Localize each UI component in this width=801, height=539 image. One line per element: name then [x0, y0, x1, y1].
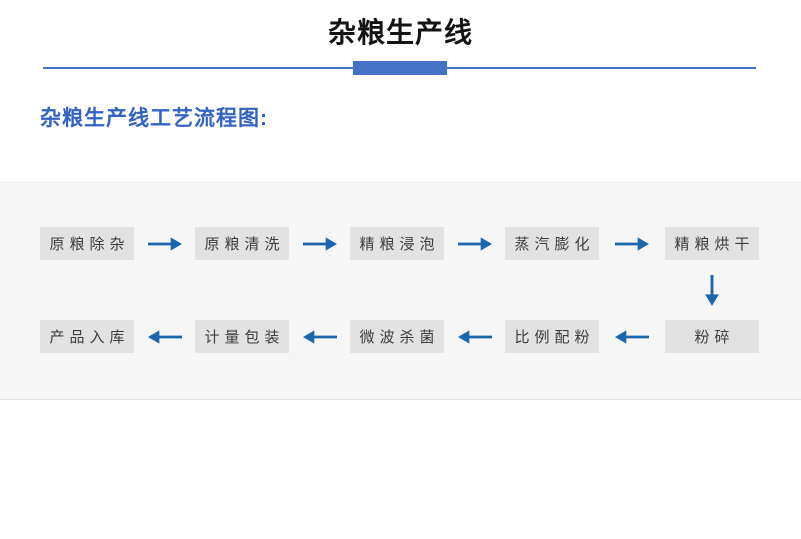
process-flowchart: 原粮除杂 原粮清洗 精粮浸泡 蒸汽膨化 精粮烘干 产品入库 — [0, 183, 801, 353]
arrow-left-icon — [444, 320, 505, 353]
page-title: 杂粮生产线 — [327, 17, 473, 48]
arrow-right-icon — [289, 227, 350, 260]
flow-step-ratio-powder-mixing: 比例配粉 — [505, 320, 599, 353]
flowchart-panel: 原粮除杂 原粮清洗 精粮浸泡 蒸汽膨化 精粮烘干 产品入库 — [0, 182, 801, 400]
flow-step-weighing-packaging: 计量包装 — [195, 320, 289, 353]
flow-step-fine-grain-soaking: 精粮浸泡 — [350, 227, 444, 260]
arrow-left-icon — [599, 320, 665, 353]
arrow-left-icon — [134, 320, 195, 353]
divider-center-bar — [352, 61, 447, 75]
section-subtitle: 杂粮生产线工艺流程图: — [40, 107, 268, 130]
arrow-right-icon — [444, 227, 505, 260]
arrow-right-icon — [134, 227, 195, 260]
flow-step-microwave-sterilization: 微波杀菌 — [350, 320, 444, 353]
arrow-down-icon — [665, 260, 759, 320]
flow-step-product-storage: 产品入库 — [40, 320, 134, 353]
flow-step-fine-grain-drying: 精粮烘干 — [665, 227, 759, 260]
flow-step-impurity-removal: 原粮除杂 — [40, 227, 134, 260]
arrow-left-icon — [289, 320, 350, 353]
flow-step-steam-puffing: 蒸汽膨化 — [505, 227, 599, 260]
title-divider — [43, 60, 756, 76]
flow-step-raw-grain-washing: 原粮清洗 — [195, 227, 289, 260]
arrow-right-icon — [599, 227, 665, 260]
flow-step-crushing: 粉碎 — [665, 320, 759, 353]
